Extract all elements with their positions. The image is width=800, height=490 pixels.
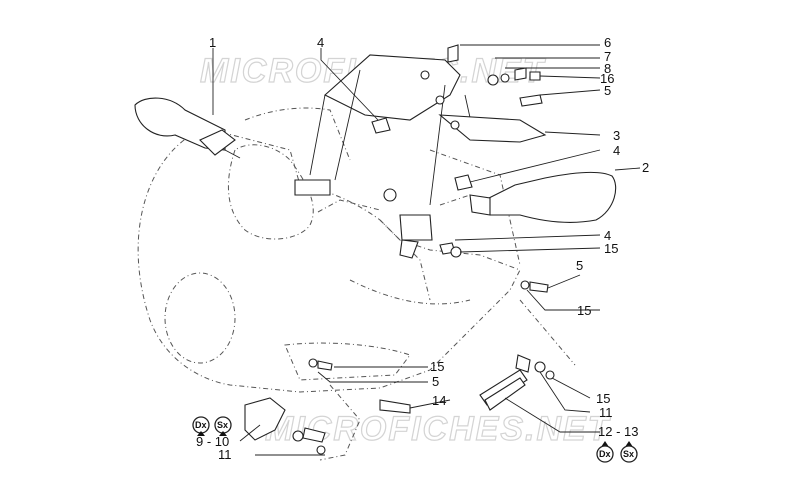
- turn-signal-right: [469, 171, 617, 224]
- side-badges-left: Dx Sx: [192, 416, 232, 436]
- callout-1: 1: [209, 35, 216, 50]
- turn-signal-left: [134, 97, 241, 159]
- callout-9-10: 9 - 10: [196, 434, 229, 449]
- headlight-subframe: [294, 54, 547, 259]
- sx-badge-right: [620, 445, 638, 463]
- side-badges-right: Dx Sx: [596, 441, 638, 463]
- svg-text:Dx: Dx: [195, 420, 207, 430]
- callout-14: 14: [432, 393, 446, 408]
- callout-2: 2: [642, 160, 649, 175]
- callout-15-c: 15: [430, 359, 444, 374]
- callout-15-d: 15: [596, 391, 610, 406]
- callout-7: 7: [604, 49, 611, 64]
- callout-15-a: 15: [604, 241, 618, 256]
- svg-text:Dx: Dx: [599, 449, 611, 459]
- watermark-bottom: MICROFICHES.NET: [265, 410, 612, 448]
- callout-11-right: 11: [599, 405, 613, 420]
- callout-15-b: 15: [577, 303, 591, 318]
- callout-4-mid: 4: [613, 143, 620, 158]
- callout-5-mid: 5: [576, 258, 583, 273]
- callout-3: 3: [613, 128, 620, 143]
- callout-8: 8: [604, 61, 611, 76]
- callout-4-top: 4: [317, 35, 324, 50]
- callout-11-left: 11: [218, 447, 232, 462]
- callout-6: 6: [604, 35, 611, 50]
- leader-lines: [212, 44, 641, 456]
- callout-5-top: 5: [604, 83, 611, 98]
- hardware: [244, 44, 555, 455]
- svg-text:Sx: Sx: [217, 420, 228, 430]
- fairing-outline: [137, 107, 576, 461]
- dx-badge-right: [596, 445, 614, 463]
- svg-text:Sx: Sx: [623, 449, 634, 459]
- callout-4-low: 4: [604, 228, 611, 243]
- callout-16: 16: [600, 71, 614, 86]
- callout-12-13: 12 - 13: [598, 424, 638, 439]
- callout-labels: 1 4 6 7 8 16 5 3 4 2 4 15 5 15 15 5 14 1…: [196, 35, 649, 462]
- callout-5-low: 5: [432, 374, 439, 389]
